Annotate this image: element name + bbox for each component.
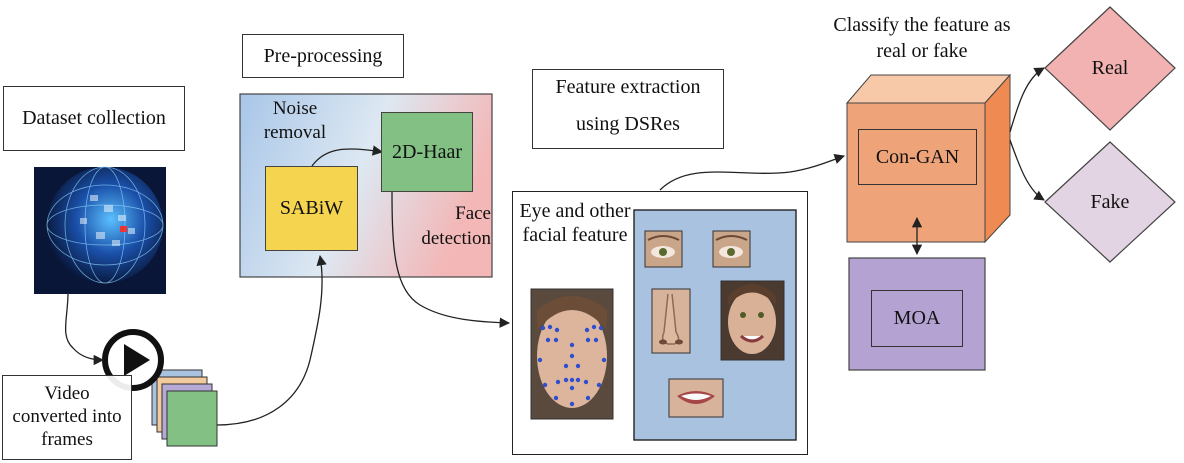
arrow-feature-to-congan bbox=[659, 154, 845, 191]
arrow-to-real bbox=[1009, 67, 1045, 133]
arrow-haar-to-feature bbox=[391, 191, 511, 328]
congan-box: Con-GAN bbox=[858, 129, 977, 185]
moa-box: MOA bbox=[871, 290, 963, 347]
dataset-collection-label: Dataset collection bbox=[22, 107, 166, 129]
sabiw-label: SABiW bbox=[279, 197, 344, 219]
arrow-dataset-to-video bbox=[64, 292, 105, 366]
face-crop-smiling bbox=[720, 280, 785, 361]
fake-diamond bbox=[1044, 141, 1176, 263]
nose-crop bbox=[651, 288, 691, 354]
dataset-globe-image bbox=[34, 166, 166, 294]
feature-extraction-title-box: Feature extraction using DSRes bbox=[532, 69, 724, 149]
noise-removal-label: Noise removal bbox=[263, 98, 327, 143]
fake-label: Fake bbox=[1090, 191, 1130, 213]
video-frames-stack bbox=[151, 369, 218, 447]
dataset-collection-box: Dataset collection bbox=[3, 86, 185, 151]
feature-extraction-title-line1: Feature extraction bbox=[555, 76, 701, 98]
feature-extraction-frame bbox=[512, 191, 808, 455]
eye-crop-left bbox=[644, 230, 683, 268]
eye-crop-right bbox=[712, 230, 751, 268]
real-label: Real bbox=[1091, 57, 1129, 79]
moa-label: MOA bbox=[893, 307, 941, 329]
preprocessing-title-box: Pre-processing bbox=[242, 34, 404, 78]
haar-label: 2D-Haar bbox=[392, 140, 462, 163]
face-landmark-image bbox=[530, 288, 614, 420]
arrow-to-fake bbox=[1009, 139, 1045, 201]
play-icon bbox=[102, 329, 164, 391]
feature-extraction-title-line2: using DSRes bbox=[576, 113, 680, 135]
classify-title: Classify the feature as real or fake bbox=[833, 14, 1011, 62]
haar-box: 2D-Haar bbox=[381, 112, 473, 192]
arrow-frames-to-preprocessing bbox=[216, 254, 327, 426]
real-diamond bbox=[1044, 6, 1176, 131]
eye-facial-feature-label: Eye and other facial feature bbox=[519, 200, 631, 246]
mouth-crop bbox=[668, 378, 724, 418]
congan-label: Con-GAN bbox=[875, 145, 960, 168]
face-detection-label: Face detection bbox=[421, 203, 491, 250]
preprocessing-title: Pre-processing bbox=[263, 44, 383, 67]
arrow-sabiw-to-haar bbox=[311, 145, 384, 167]
video-frames-label: Video converted into frames bbox=[12, 383, 122, 450]
video-frames-box: Video converted into frames bbox=[2, 375, 132, 460]
sabiw-box: SABiW bbox=[265, 166, 358, 251]
